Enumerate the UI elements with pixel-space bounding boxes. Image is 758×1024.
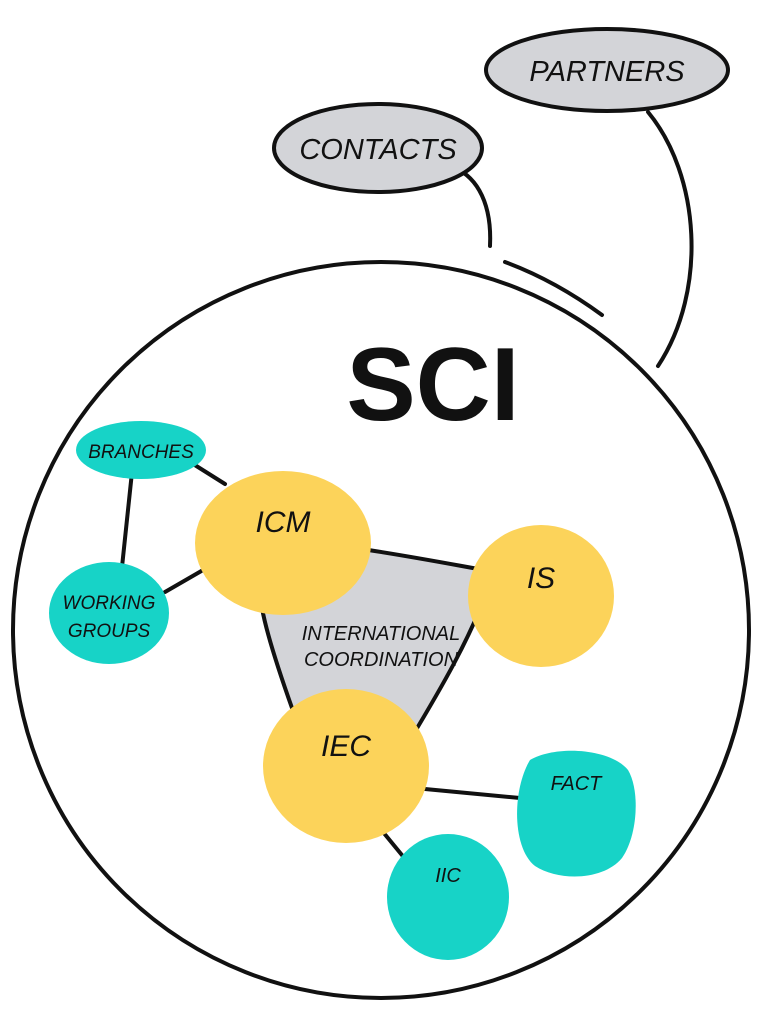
sci-title: SCI <box>346 327 519 443</box>
iec-label: IEC <box>321 730 371 763</box>
partners-bubble <box>484 27 730 113</box>
branches-label: BRANCHES <box>88 442 194 463</box>
is-node <box>468 525 614 667</box>
iic-label: IIC <box>435 865 461 887</box>
branches-node <box>76 421 206 479</box>
contacts-label: CONTACTS <box>299 134 457 166</box>
fact-label: FACT <box>551 773 604 795</box>
contacts-connector <box>453 166 493 248</box>
coordination-label: COORDINATION <box>304 649 459 671</box>
is-label: IS <box>527 562 555 595</box>
icm-label: ICM <box>256 506 311 539</box>
branches-to-icm-line <box>188 460 227 486</box>
iic-node <box>387 834 509 960</box>
branches-to-working-groups-line <box>120 470 134 569</box>
iec-node <box>263 689 429 843</box>
contacts-bubble <box>272 102 484 194</box>
working-groups-node <box>49 562 169 664</box>
iec-to-iic-line <box>381 830 408 862</box>
international-label: INTERNATIONAL <box>302 623 461 645</box>
partners-label: PARTNERS <box>529 56 685 88</box>
icm-node <box>195 471 371 615</box>
working-groups-label-line2: GROUPS <box>68 621 151 642</box>
boundary-sketch-stroke <box>503 260 604 317</box>
iec-to-fact-line <box>423 787 522 800</box>
fact-node <box>517 750 636 877</box>
working-groups-label-line1: WORKING <box>63 593 156 614</box>
partners-connector <box>646 110 694 368</box>
